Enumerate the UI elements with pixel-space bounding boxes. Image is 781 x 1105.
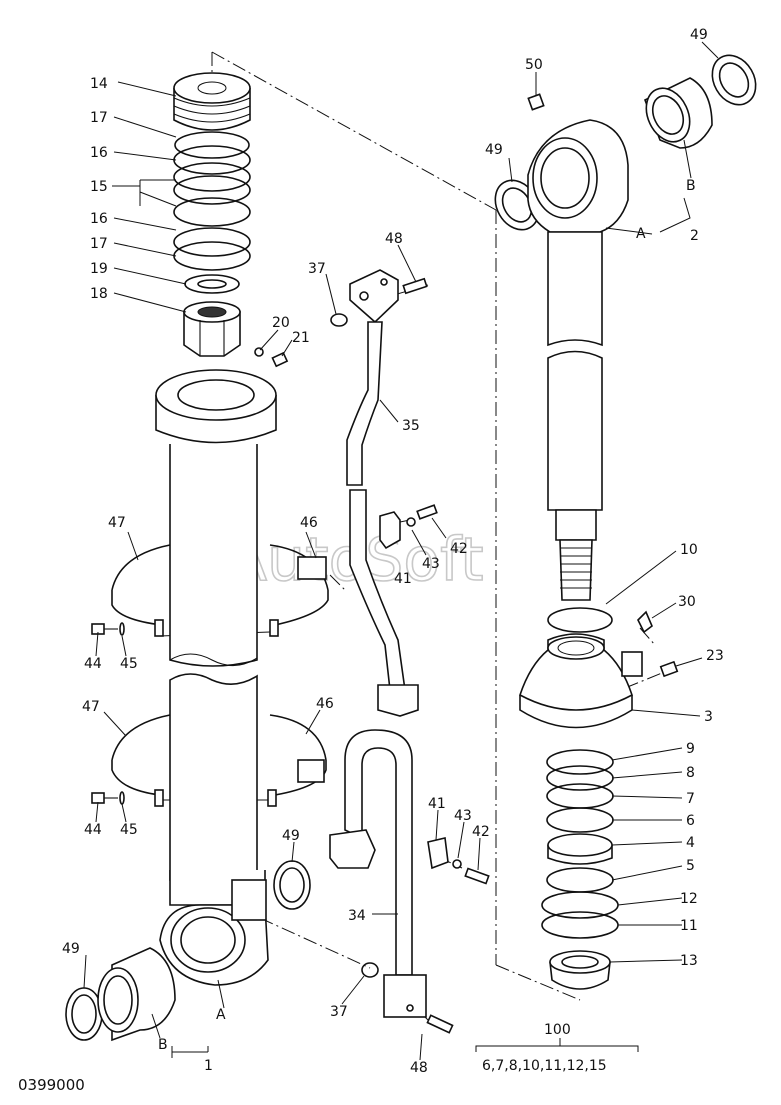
callout-48: 48: [385, 231, 403, 247]
callout-B: B: [686, 178, 696, 194]
callout-42: 42: [450, 541, 468, 557]
callout-47: 47: [82, 699, 100, 715]
callout-15: 15: [90, 179, 108, 195]
callout-9: 9: [686, 741, 695, 757]
callout-48: 48: [410, 1060, 428, 1076]
callout-35: 35: [402, 418, 420, 434]
callout-46: 46: [316, 696, 334, 712]
kit-contents: 6,7,8,10,11,12,15: [482, 1058, 607, 1074]
callout-14: 14: [90, 76, 108, 92]
callout-41: 41: [394, 571, 412, 587]
callout-5: 5: [686, 858, 695, 874]
callout-20: 20: [272, 315, 290, 331]
callout-43: 43: [422, 556, 440, 572]
callout-10: 10: [680, 542, 698, 558]
callout-49: 49: [485, 142, 503, 158]
callout-45: 45: [120, 822, 138, 838]
callout-18: 18: [90, 286, 108, 302]
leader-lines: [83, 41, 719, 1061]
callout-30: 30: [678, 594, 696, 610]
callout-12: 12: [680, 891, 698, 907]
callout-46: 46: [300, 515, 318, 531]
callout-1: 1: [204, 1058, 213, 1074]
callout-23: 23: [706, 648, 724, 664]
cylinder-tube: [155, 369, 277, 986]
callout-49: 49: [282, 828, 300, 844]
callout-42: 42: [472, 824, 490, 840]
band-clamps: [91, 544, 329, 807]
gland-assembly: [519, 607, 679, 990]
callout-50: 50: [525, 57, 543, 73]
callout-4: 4: [686, 835, 695, 851]
callout-17: 17: [90, 236, 108, 252]
callout-17: 17: [90, 110, 108, 126]
callout-44: 44: [84, 656, 102, 672]
callout-13: 13: [680, 953, 698, 969]
callout-41: 41: [428, 796, 446, 812]
callout-49: 49: [690, 27, 708, 43]
callout-44: 44: [84, 822, 102, 838]
callout-49: 49: [62, 941, 80, 957]
callout-37: 37: [308, 261, 326, 277]
callout-8: 8: [686, 765, 695, 781]
piston-rod: [527, 93, 629, 601]
callout-34: 34: [348, 908, 366, 924]
piston-assembly: [173, 72, 289, 368]
callout-21: 21: [292, 330, 310, 346]
callout-19: 19: [90, 261, 108, 277]
callouts: 14 17 16 15 16 17 19 18 20 21 37 48 35 4…: [62, 27, 724, 1076]
kit-number: 100: [544, 1022, 571, 1038]
pipe-34: [329, 729, 490, 1034]
callout-37: 37: [330, 1004, 348, 1020]
callout-47: 47: [108, 515, 126, 531]
callout-2: 2: [690, 228, 699, 244]
callout-11: 11: [680, 918, 698, 934]
bushings-seals: [65, 54, 757, 1042]
callout-45: 45: [120, 656, 138, 672]
callout-7: 7: [686, 791, 695, 807]
callout-B: B: [158, 1037, 168, 1053]
drawing-code: 0399000: [18, 1076, 85, 1094]
callout-43: 43: [454, 808, 472, 824]
callout-A: A: [636, 226, 646, 242]
pipe-35: [330, 269, 438, 717]
callout-A: A: [216, 1007, 226, 1023]
callout-16: 16: [90, 145, 108, 161]
callout-3: 3: [704, 709, 713, 725]
callout-16: 16: [90, 211, 108, 227]
callout-6: 6: [686, 813, 695, 829]
